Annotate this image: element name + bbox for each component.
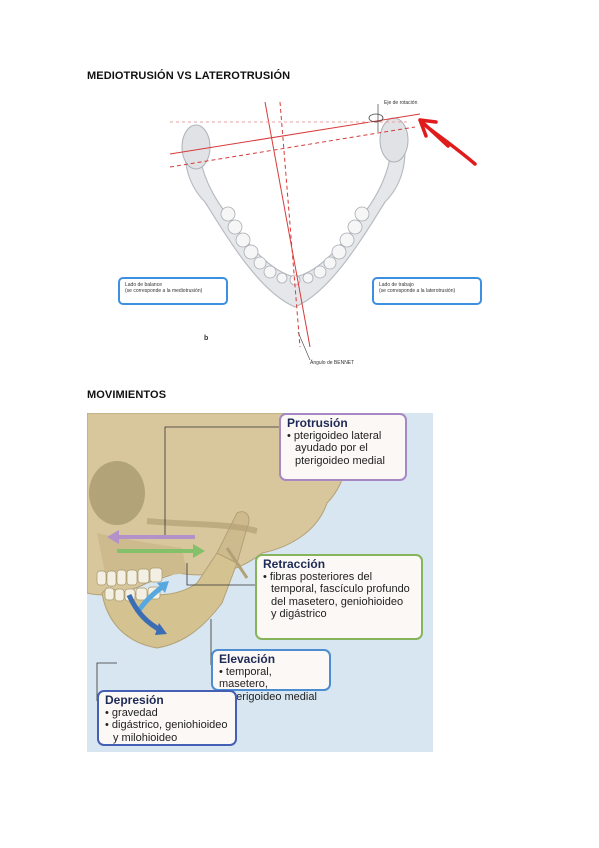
protrusion-line: • pterigoideo lateral	[287, 429, 382, 442]
depresion-line: y milohioideo	[113, 731, 178, 744]
retraccion-line: • fibras posteriores del	[263, 570, 373, 583]
depresion-line: • digástrico, geniohioideo	[105, 719, 228, 731]
retraccion-line: del masetero, geniohioideo	[271, 595, 404, 608]
retraccion-title: Retracción	[263, 557, 326, 571]
mandible-figure: Eje de rotación Lado de balance (se corr…	[110, 92, 490, 377]
skull-figure: Protrusión • pterigoideo lateral ayudado…	[87, 413, 433, 752]
elevacion-box: Elevación • temporal, masetero, pterigoi…	[211, 649, 331, 703]
section-heading-mediotrusion: MEDIOTRUSIÓN VS LATEROTRUSIÓN	[87, 70, 291, 82]
depresion-box: Depresión • gravedad • digástrico, genio…	[97, 690, 237, 746]
working-side-callout: Lado de trabajo (se corresponde a la lat…	[372, 277, 482, 305]
section-heading-movimientos: MOVIMIENTOS	[87, 389, 167, 401]
depresion-line: • gravedad	[105, 706, 158, 719]
retraccion-line: temporal, fascículo profundo	[271, 583, 410, 595]
elevacion-line: • temporal, masetero,	[219, 665, 272, 691]
balance-label: Lado de balance	[125, 282, 162, 288]
balance-side-callout: Lado de balance (se corresponde a la med…	[118, 277, 228, 305]
trabajo-note: (se corresponde a la laterotrusión)	[379, 288, 456, 294]
balance-note: (se corresponde a la mediotrusión)	[125, 288, 203, 294]
bennet-angle-label: Ángulo de BENNET	[310, 360, 355, 366]
retraccion-line: y digástrico	[271, 608, 327, 620]
mandible-illustration	[169, 101, 477, 361]
protrusion-line: ayudado por el	[295, 442, 368, 454]
protrusion-box: Protrusión • pterigoideo lateral ayudado…	[279, 413, 407, 481]
protrusion-line: pterigoideo medial	[295, 454, 385, 467]
trabajo-label: Lado de trabajo	[379, 282, 414, 288]
elevacion-title: Elevación	[219, 652, 276, 666]
protrusion-title: Protrusión	[287, 416, 348, 430]
retraccion-box: Retracción • fibras posteriores del temp…	[255, 554, 423, 640]
elevacion-line: pterigoideo medial	[227, 690, 317, 703]
depresion-title: Depresión	[105, 693, 164, 707]
rotation-axis-label: Eje de rotación	[384, 100, 418, 106]
figure-letter: b	[204, 335, 209, 342]
